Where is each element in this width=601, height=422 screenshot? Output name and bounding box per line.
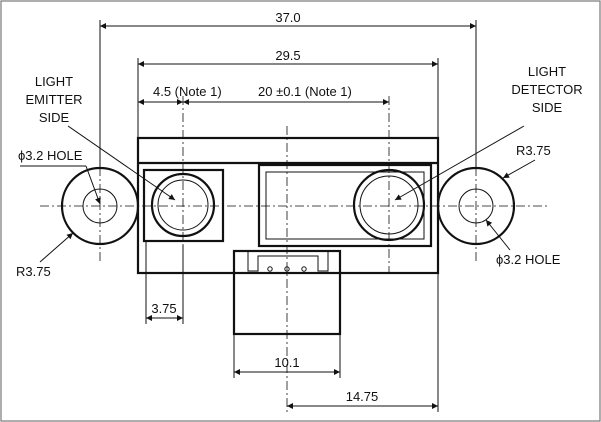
leader-lines <box>20 125 536 263</box>
connector-pin-1 <box>267 266 273 272</box>
label-detector-line1: LIGHT <box>528 64 566 79</box>
label-center-to-hole: 14.75 <box>346 389 379 404</box>
label-connector-width: 10.1 <box>274 355 299 370</box>
leader-hole-right <box>485 219 511 251</box>
connector-socket <box>247 251 329 272</box>
label-detector-line2: DETECTOR <box>511 82 582 97</box>
leader-emitter <box>67 125 176 201</box>
label-overall-width: 37.0 <box>275 10 300 25</box>
label-emitter-line3: SIDE <box>39 110 70 125</box>
label-hole-left: ϕ3.2 HOLE <box>18 148 83 163</box>
label-lens-spacing: 20 ±0.1 (Note 1) <box>258 84 352 99</box>
connector-pin-3 <box>301 266 307 272</box>
dimension-lines <box>100 23 476 409</box>
emitter-window <box>142 168 225 243</box>
leader-radius-right <box>502 159 536 179</box>
emitter-lens-inner <box>157 179 209 231</box>
emitter-frame <box>142 168 225 243</box>
label-hole-spacing: 29.5 <box>275 48 300 63</box>
leader-radius-left <box>39 232 74 263</box>
centerlines <box>40 96 548 412</box>
label-hole-right: ϕ3.2 HOLE <box>496 252 561 267</box>
detector-frame-outer <box>257 163 433 248</box>
detector-window <box>257 163 433 248</box>
extension-lines <box>99 20 477 412</box>
label-radius-right: R3.75 <box>516 143 551 158</box>
label-emitter-line1: LIGHT <box>35 74 73 89</box>
leader-hole-left <box>85 165 101 205</box>
label-detector-line3: SIDE <box>532 100 563 115</box>
label-radius-left: R3.75 <box>16 264 51 279</box>
detector-frame-inner <box>265 171 425 240</box>
annotations: 37.0 29.5 4.5 (Note 1) 20 ±0.1 (Note 1) … <box>16 10 583 404</box>
leader-detector <box>394 125 525 201</box>
label-emitter-edge: 3.75 <box>151 301 176 316</box>
label-emitter-offset: 4.5 (Note 1) <box>153 84 222 99</box>
label-emitter-line2: EMITTER <box>25 92 82 107</box>
